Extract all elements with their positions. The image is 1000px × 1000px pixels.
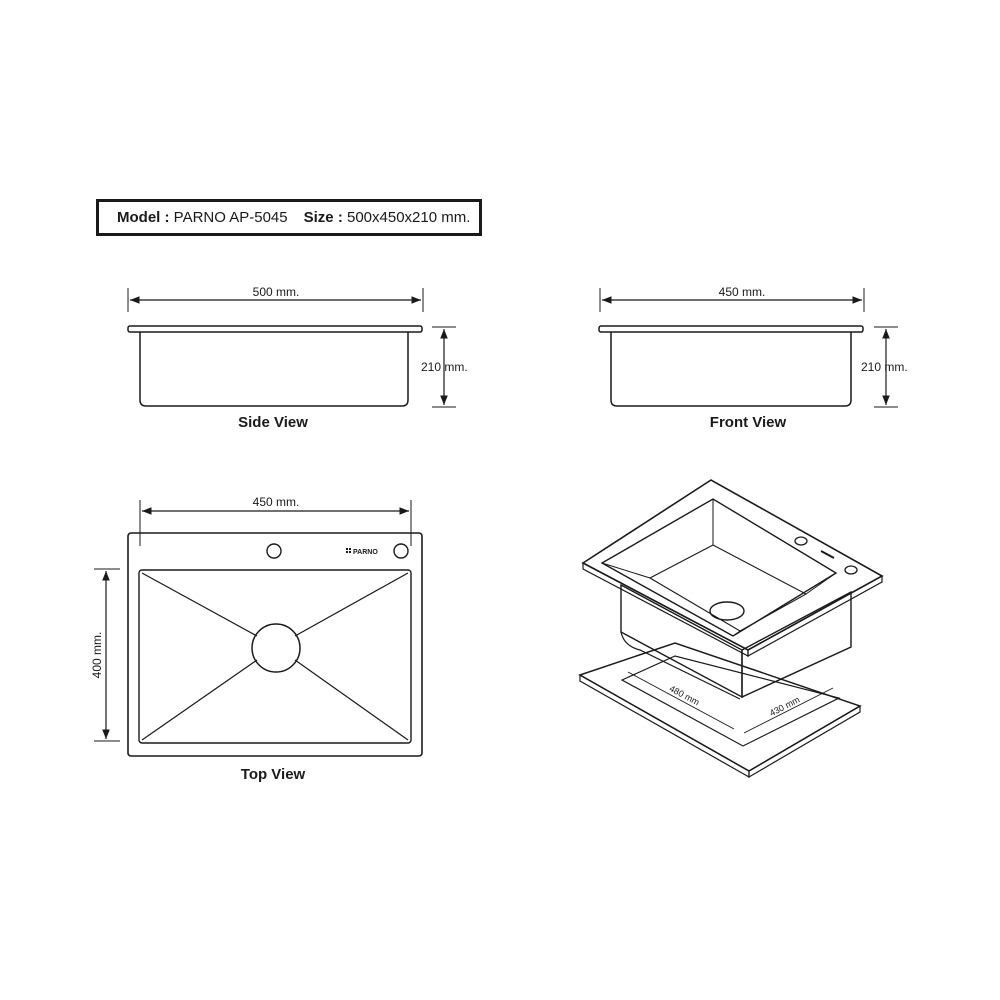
cutout-opening [620,655,841,747]
iso-faucet-hole [794,536,808,546]
front-width-dim: 450 mm. [719,285,766,299]
soap-hole [393,543,409,559]
iso-drain [709,601,745,621]
iso-bowl-opening [600,498,838,637]
isometric-view: 480 mm 430 mm [578,479,884,779]
top-view-title: Top View [241,766,306,783]
size-value: 500x450x210 mm. [346,209,471,226]
front-bowl [610,332,852,407]
top-view: 450 mm. PARNO 400 mm. Top View [90,495,423,783]
parno-logo: PARNO [346,548,378,556]
iso-parno-logo [820,550,835,559]
iso-soap-hole [844,565,858,575]
front-view-title: Front View [710,414,787,431]
spec-box: Model : PARNO AP-5045 Size : 500x450x210… [96,199,482,236]
front-height-dim: 210 mm. [861,360,908,374]
top-outline [127,532,423,757]
side-width-dim: 500 mm. [253,285,300,299]
size-label: Size [303,209,334,226]
top-height-dim: 400 mm. [90,632,104,679]
front-rim [598,325,864,333]
model-value: PARNO AP-5045 [173,209,288,226]
front-view: 450 mm. 210 mm. Front View [598,285,908,431]
side-view: 500 mm. 210 mm. Side View [127,285,468,431]
iso-rim [581,479,884,651]
iso-bowl-floor [648,544,808,632]
top-bowl [138,569,412,744]
drain-outlet [251,623,301,673]
brand-text: PARNO [353,549,378,556]
side-bowl [139,332,409,407]
faucet-hole [266,543,282,559]
side-view-title: Side View [238,414,308,431]
side-rim [127,325,423,333]
model-label: Model : [117,209,170,226]
size-separator: : [337,209,343,226]
side-height-dim: 210 mm. [421,360,468,374]
top-width-dim: 450 mm. [253,495,300,509]
cutout-length-dim: 480 mm [668,683,701,707]
